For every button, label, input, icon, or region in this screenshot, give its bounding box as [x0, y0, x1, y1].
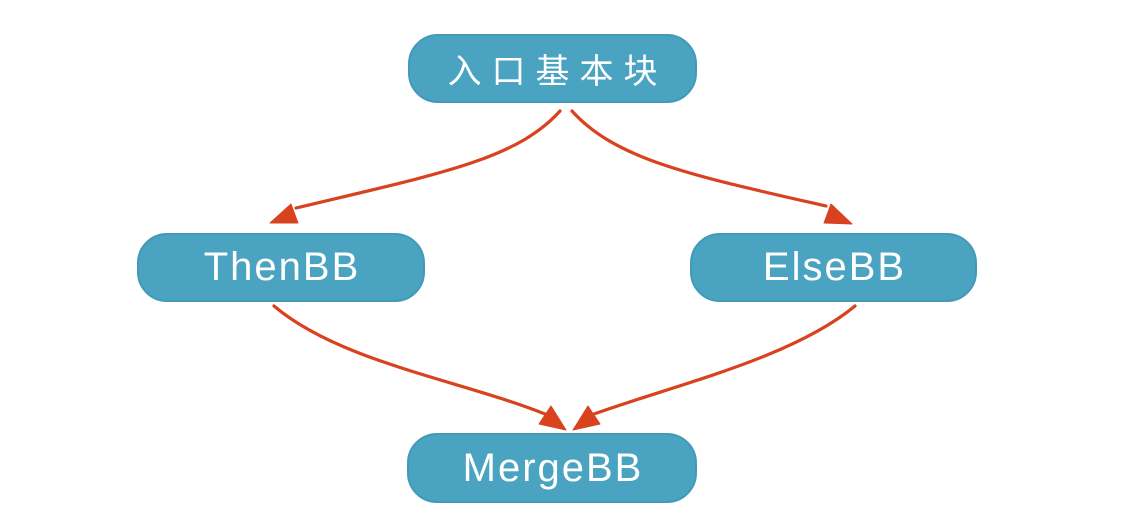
arrowhead-entry-to-then	[269, 203, 299, 224]
edge-else-to-merge	[592, 304, 857, 416]
edge-then-to-merge	[272, 304, 547, 416]
edge-entry-to-then	[294, 109, 562, 210]
node-merge-label: MergeBB	[462, 445, 644, 490]
node-merge-bb: MergeBB	[407, 433, 697, 503]
arrowhead-then-to-merge	[538, 405, 567, 431]
node-else-label: ElseBB	[762, 245, 907, 289]
node-then-bb: ThenBB	[137, 233, 425, 302]
node-entry-label: 入口基本块	[447, 53, 668, 91]
arrowhead-else-to-merge	[572, 405, 601, 431]
node-then-label: ThenBB	[203, 245, 361, 289]
node-else-bb: ElseBB	[690, 233, 977, 302]
node-entry-basic-block: 入口基本块	[408, 34, 697, 103]
edge-entry-to-else	[570, 109, 828, 208]
arrowhead-entry-to-else	[823, 203, 853, 225]
